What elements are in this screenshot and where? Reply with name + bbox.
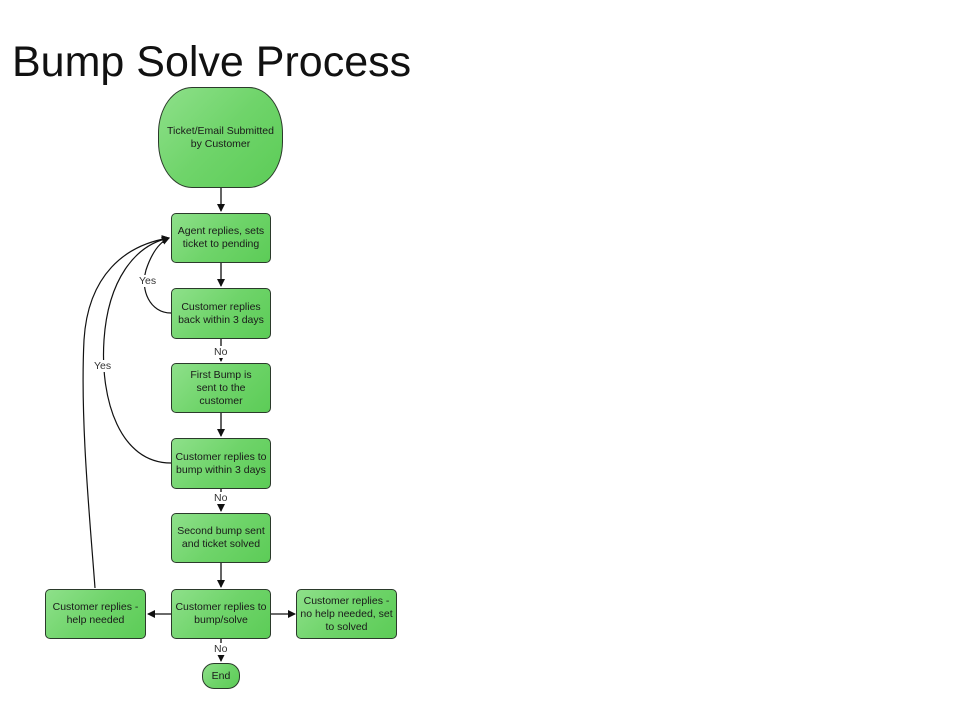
node-second-bump: Second bump sent and ticket solved (171, 513, 271, 563)
page-title: Bump Solve Process (12, 38, 412, 86)
edge-label-no-1: No (214, 346, 228, 358)
edge-yes-replies-loop (143, 237, 172, 314)
node-customer-replies-3-days: Customer replies back within 3 days (171, 288, 271, 339)
edge-label-no-2: No (214, 492, 228, 504)
edge-yes-bump-loop (102, 235, 172, 464)
node-first-bump: First Bump is sent to the customer (171, 363, 271, 413)
node-ticket-submitted: Ticket/Email Submitted by Customer (158, 87, 283, 188)
edge-label-no-3: No (214, 643, 228, 655)
node-agent-replies: Agent replies, sets ticket to pending (171, 213, 271, 263)
node-no-help-needed: Customer replies - no help needed, set t… (296, 589, 397, 639)
node-help-needed: Customer replies - help needed (45, 589, 146, 639)
edge-help-loop (82, 235, 170, 589)
edge-label-yes-1: Yes (139, 275, 157, 287)
node-replies-to-bump: Customer replies to bump within 3 days (171, 438, 271, 489)
edge-label-yes-2: Yes (94, 360, 112, 372)
node-end: End (202, 663, 240, 689)
node-replies-bump-solve: Customer replies to bump/solve (171, 589, 271, 639)
